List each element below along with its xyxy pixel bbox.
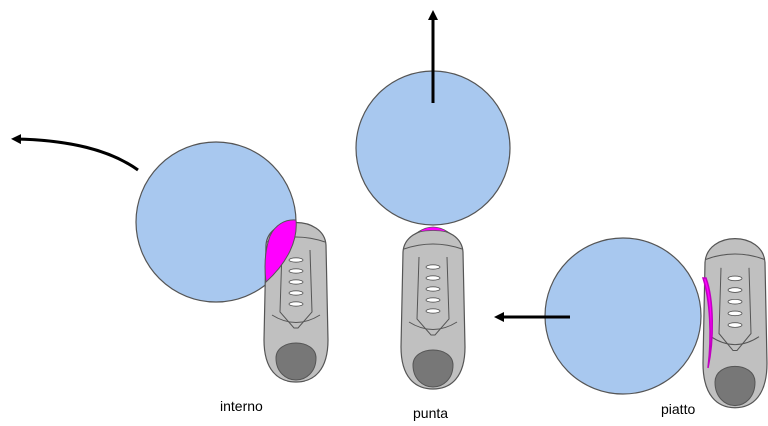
contact-zone-piatto (701, 277, 713, 369)
contact-zone-punta (417, 226, 449, 233)
piatto-group (494, 237, 768, 409)
shoe-punta (400, 228, 466, 390)
label-piatto: piatto (661, 401, 696, 417)
curved-arrow-left (11, 134, 139, 172)
punta-group (355, 10, 511, 390)
label-punta: punta (413, 405, 449, 421)
label-interno: interno (220, 398, 263, 414)
contact-zone-interno (264, 219, 297, 284)
interno-group (11, 134, 329, 383)
